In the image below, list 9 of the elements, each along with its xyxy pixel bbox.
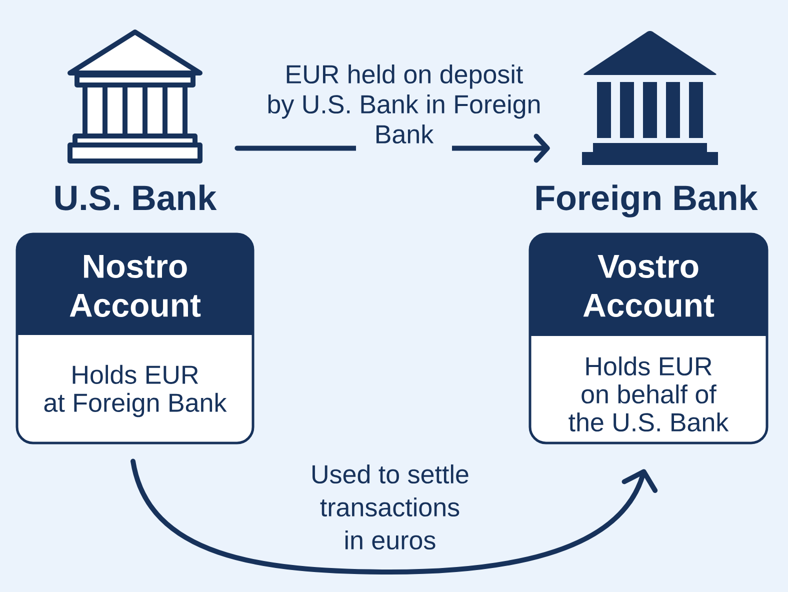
edge-label: Used to settle transactions in euros [312,464,468,550]
card-text: Holds EUR at Foreign Bank [44,364,227,418]
bank-name: U.S. Bank [55,184,217,210]
card-text: Holds EUR on behalf of the U.S. Bank [568,356,729,432]
card-heading: Nostro Account [70,254,201,318]
bank-name: Foreign Bank [536,184,758,218]
edge-label: EUR held on deposit by U.S. Bank in Foreign Bank [268,64,540,144]
arrow [130,458,658,574]
card-heading: Vostro Account [583,254,714,318]
